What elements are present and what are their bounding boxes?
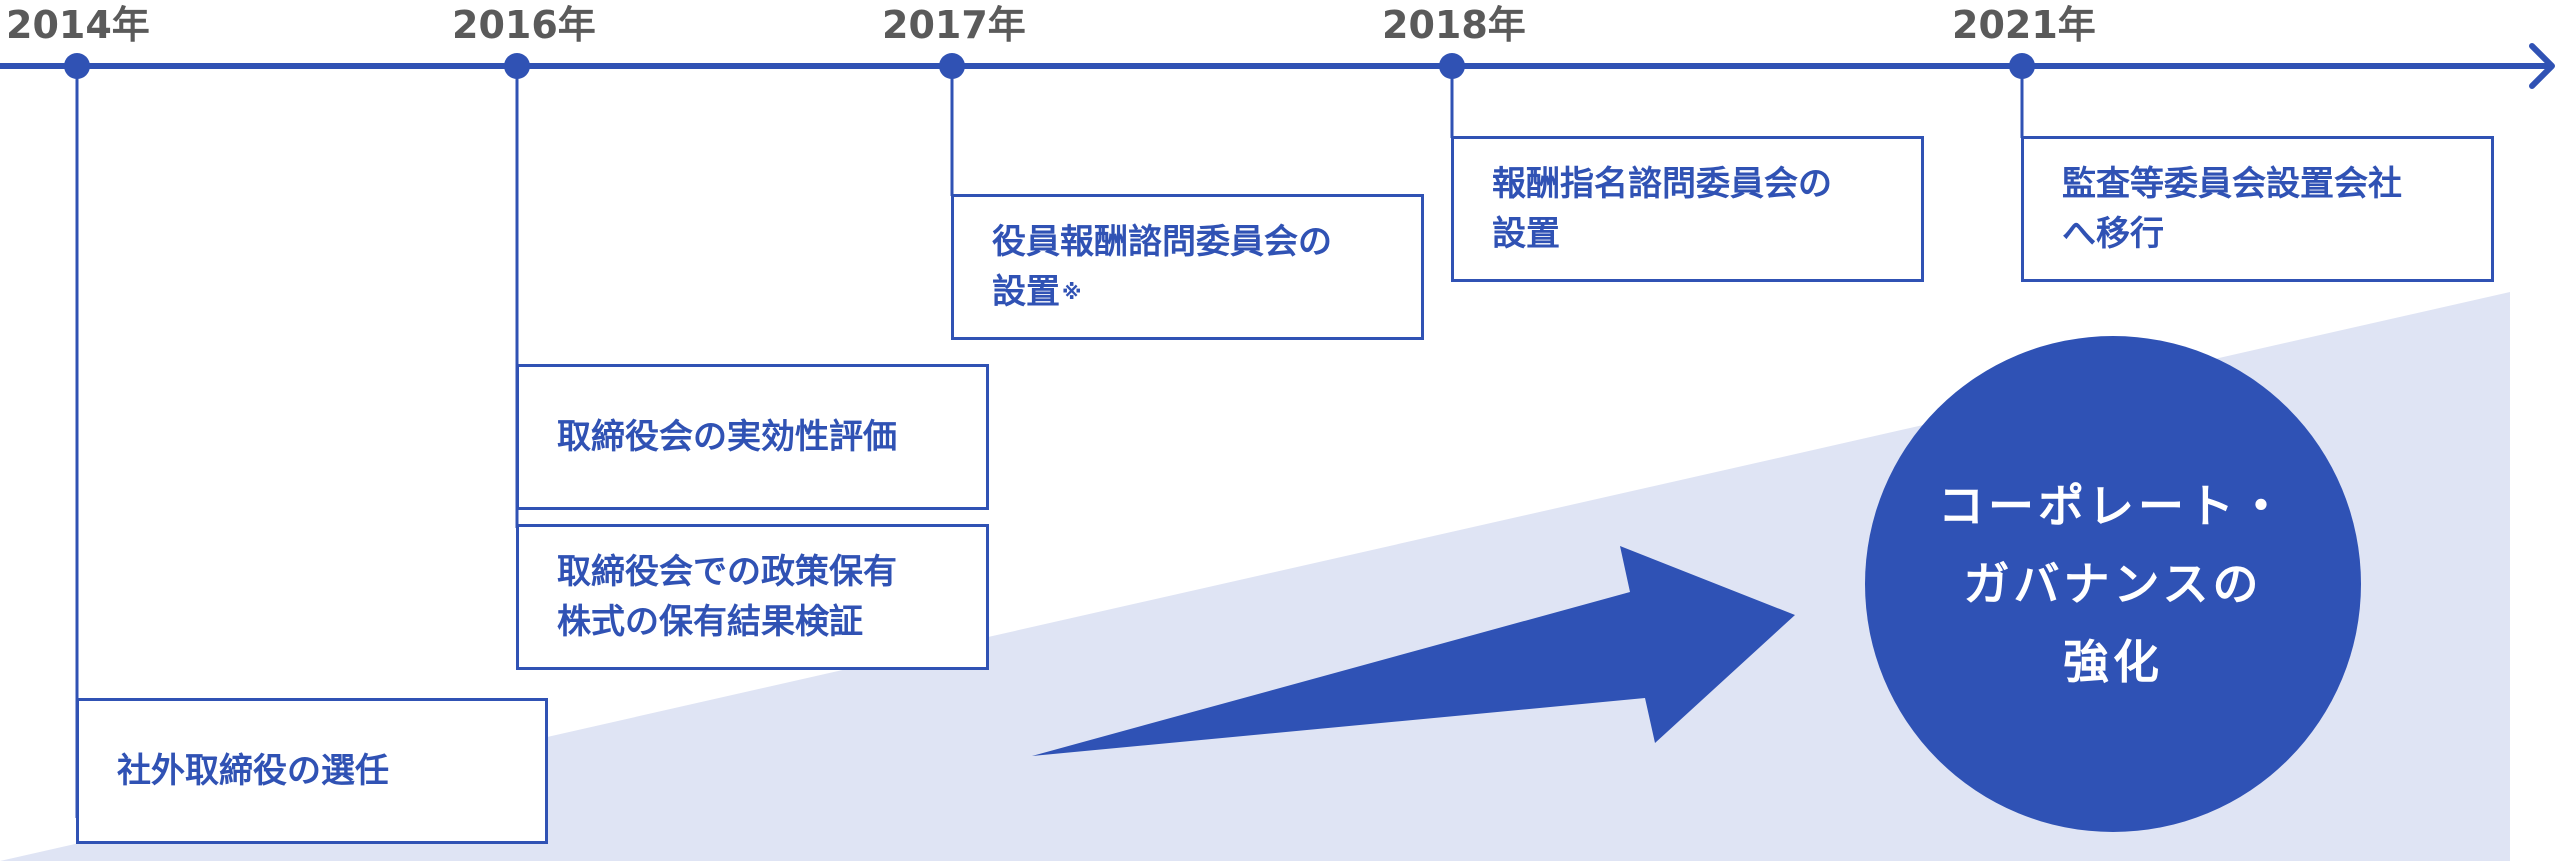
progress-wedge [0,292,2510,861]
timeline-dot-2018 [1439,53,1465,79]
event-box-2016-evaluation: 取締役会の実効性評価 [516,364,989,510]
event-label-2016-evaluation: 取締役会の実効性評価 [557,417,897,457]
event-label-2021: 監査等委員会設置会社 へ移行 [2062,164,2402,254]
event-box-2018: 報酬指名諮問委員会の 設置 [1451,136,1924,282]
goal-circle: コーポレート・ ガバナンスの 強化 [1865,336,2361,832]
event-box-2014: 社外取締役の選任 [76,698,548,844]
year-label-2017: 2017年 [882,3,1026,47]
event-label-2016-shareholding: 取締役会での政策保有 株式の保有結果検証 [557,552,897,642]
timeline-dot-2017 [939,53,965,79]
event-box-2016-shareholding: 取締役会での政策保有 株式の保有結果検証 [516,524,989,670]
goal-label: コーポレート・ ガバナンスの 強化 [1938,479,2288,689]
growth-arrow-icon [1032,546,1795,756]
event-label-2014: 社外取締役の選任 [117,751,389,791]
event-label-2017: 役員報酬諮問委員会の 設置※ [992,222,1332,312]
year-label-2018: 2018年 [1382,3,1526,47]
timeline-dot-2016 [504,53,530,79]
year-label-2021: 2021年 [1952,3,2096,47]
year-label-2014: 2014年 [6,3,150,47]
arrow-right-icon [2529,43,2555,89]
timeline-dot-2021 [2009,53,2035,79]
event-label-2018: 報酬指名諮問委員会の 設置 [1492,164,1832,254]
event-note-mark: ※ [1062,280,1082,304]
timeline-dot-2014 [64,53,90,79]
event-box-2017: 役員報酬諮問委員会の 設置※ [951,194,1424,340]
event-box-2021: 監査等委員会設置会社 へ移行 [2021,136,2494,282]
year-label-2016: 2016年 [452,3,596,47]
